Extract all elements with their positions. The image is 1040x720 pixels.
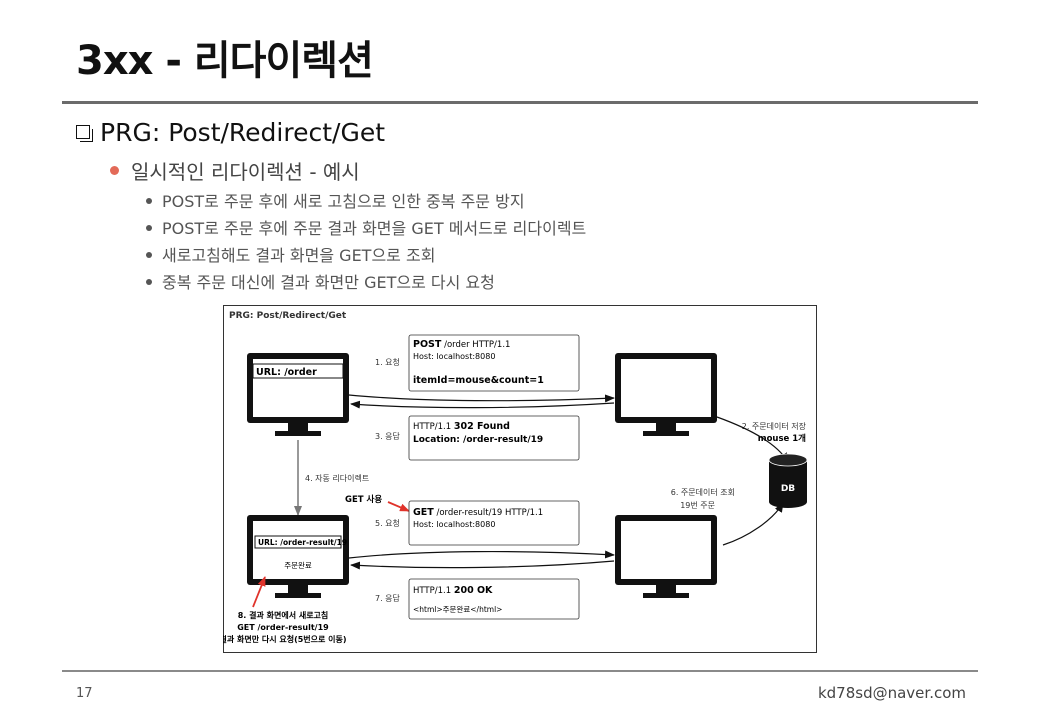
response1-status: HTTP/1.1 302 Found: [413, 421, 510, 432]
checkbox-square-icon: [76, 125, 93, 142]
bullet-text: 중복 주문 대신에 결과 화면만 GET으로 다시 요청: [162, 273, 495, 292]
bullet-icon: [146, 252, 152, 258]
arrow-request2: [348, 550, 615, 559]
request2-line1: GET /order-result/19 HTTP/1.1: [413, 507, 543, 518]
url-order-result: URL: /order-result/19: [258, 538, 347, 547]
step6-label-line2: 19번 주문: [680, 501, 715, 510]
request1-box: [408, 334, 580, 392]
step3-label: 3. 응답: [375, 431, 401, 441]
response1-location: Location: /order-result/19: [413, 435, 543, 445]
bullet-icon: [146, 198, 152, 204]
db-cylinder-icon: [768, 453, 808, 508]
step1-label: 1. 요청: [375, 358, 400, 367]
slide-title: 3xx - 리다이렉션: [76, 38, 374, 84]
step4-label: 4. 자동 리다이렉트: [305, 473, 369, 483]
step7-label: 7. 응답: [375, 593, 401, 603]
footer-divider: [62, 670, 978, 672]
step6-label-line1: 6. 주문데이터 조회: [671, 487, 735, 497]
arrow-refresh: [252, 576, 266, 608]
response2-box: [408, 578, 580, 620]
url-bar-result: [254, 535, 342, 549]
bullet-icon: [146, 225, 152, 231]
bullet-dot-icon: [110, 166, 119, 175]
step8-line2: GET /order-result/19: [237, 623, 329, 632]
request2-box: [408, 500, 580, 546]
bullet-item: 중복 주문 대신에 결과 화면만 GET으로 다시 요청: [146, 269, 586, 296]
bullet-item: 새로고침해도 결과 화면을 GET으로 조회: [146, 242, 586, 269]
url-bar-order: [252, 363, 344, 379]
response2-body: <html>주문완료</html>: [413, 605, 502, 614]
arrow-request1: [348, 394, 615, 403]
prg-diagram: PRG: Post/Redirect/Get URL: /order 1. 요청…: [223, 305, 817, 653]
bullet-text: POST로 주문 후에 새로 고침으로 인한 중복 주문 방지: [162, 192, 525, 211]
request1-host: Host: localhost:8080: [413, 352, 495, 361]
bullet-text: POST로 주문 후에 주문 결과 화면을 GET 메서드로 리다이렉트: [162, 219, 587, 238]
step5-label: 5. 요청: [375, 519, 400, 528]
step2-label-line1: 2. 주문데이터 저장: [742, 421, 807, 431]
order-complete-text: 주문완료: [284, 561, 312, 570]
server-monitor-top: [615, 353, 717, 436]
bullet-item: POST로 주문 후에 주문 결과 화면을 GET 메서드로 리다이렉트: [146, 215, 586, 242]
title-divider: [62, 101, 978, 104]
section-heading-text: PRG: Post/Redirect/Get: [100, 118, 385, 147]
client-monitor-bottom: [247, 515, 349, 598]
subheading: 일시적인 리다이렉션 - 예시: [110, 156, 360, 185]
server-monitor-bottom: [615, 515, 717, 598]
step2-label-line2: mouse 1개: [758, 433, 806, 444]
arrow-response1: [350, 400, 615, 409]
request2-host: Host: localhost:8080: [413, 520, 495, 529]
arrow-get-use: [387, 501, 410, 512]
bullet-item: POST로 주문 후에 새로 고침으로 인한 중복 주문 방지: [146, 188, 586, 215]
bullet-list: POST로 주문 후에 새로 고침으로 인한 중복 주문 방지 POST로 주문…: [146, 188, 586, 296]
section-heading: PRG: Post/Redirect/Get: [76, 118, 385, 147]
step8-line1: 8. 결과 화면에서 새로고침: [238, 610, 329, 620]
db-label: DB: [781, 484, 795, 494]
bullet-text: 새로고침해도 결과 화면을 GET으로 조회: [162, 246, 436, 265]
page-number: 17: [76, 686, 93, 701]
step8-line3: 결과 화면만 다시 요청(5번으로 이동): [223, 634, 347, 644]
bullet-icon: [146, 279, 152, 285]
request1-line1: POST /order HTTP/1.1: [413, 339, 510, 350]
arrow-response2: [350, 560, 615, 570]
response2-status: HTTP/1.1 200 OK: [413, 585, 493, 596]
url-order: URL: /order: [256, 367, 317, 378]
request1-body: itemId=mouse&count=1: [413, 375, 544, 386]
diagram-title: PRG: Post/Redirect/Get: [229, 311, 347, 321]
get-use-label: GET 사용: [345, 494, 382, 505]
response1-box: [408, 415, 580, 461]
subheading-text: 일시적인 리다이렉션 - 예시: [131, 160, 360, 184]
arrow-query: [722, 502, 784, 546]
author-email: kd78sd@naver.com: [817, 684, 966, 702]
